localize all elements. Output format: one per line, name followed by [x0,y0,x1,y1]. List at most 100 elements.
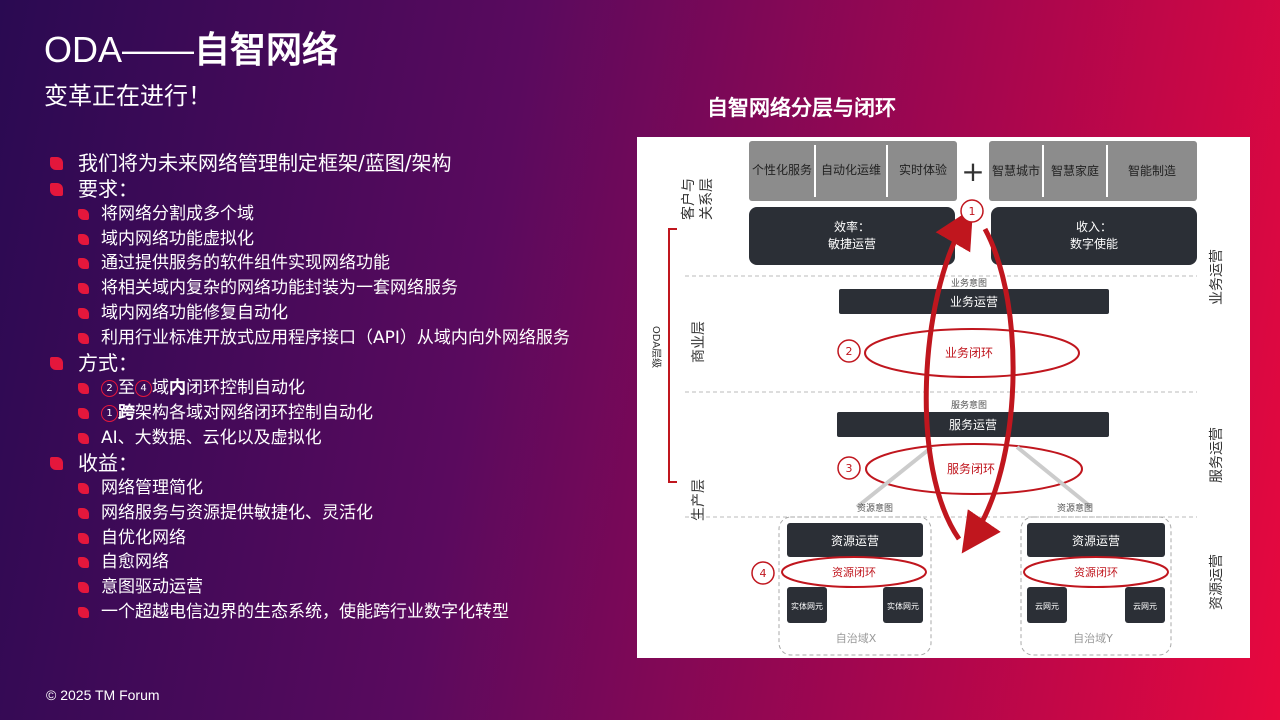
cloud-ne-label-2: 云网元 [1133,602,1157,611]
physical-ne-label-2: 实体网元 [887,601,919,611]
bullet-icon [78,606,89,618]
resource-ops-label-y: 资源运营 [1072,534,1120,548]
domain-x-box [778,516,932,656]
domain-y-label: 自治域Y [1073,631,1113,645]
resource-loop-ellipse-x [781,556,927,588]
benefit-item: 自愈网络 [48,550,628,575]
bullet-icon [78,332,89,344]
slide-title: ODA——自智网络 [44,29,339,70]
resource-loop-label-x: 资源闭环 [832,565,876,579]
bullet-methods-heading: 方式： [48,350,628,376]
bullet-icon [78,209,89,220]
service-links [855,445,1093,509]
requirement-item: 将网络分割成多个域 [48,202,628,227]
plus-icon: + [961,155,984,188]
service-ops-box [837,412,1109,437]
slide-subtitle: 变革正在进行！ [44,82,212,110]
business-ops-label: 业务运营 [950,294,998,309]
benefit-item: 自优化网络 [48,526,628,551]
service-ops-label: 服务运营 [949,417,997,432]
resource-ops-label-x: 资源运营 [831,534,879,548]
value-smart-manufacturing: 智能制造 [1128,163,1176,178]
value-personalized: 个性化服务 [752,162,812,177]
benefit-item: 意图驱动运营 [48,575,628,600]
requirement-item: 域内网络功能修复自动化 [48,301,628,326]
right-label-business: 业务运营 [1209,249,1225,305]
bullet-icon [78,508,89,520]
number-4-text: 4 [760,567,767,580]
number-2-icon [837,339,861,363]
method-item: AI、大数据、云化以及虚拟化 [48,426,628,451]
revenue-label: 收入： [1076,220,1112,234]
requirement-item: 将相关域内复杂的网络功能封装为一套网络服务 [48,276,628,301]
bullet-framework: 我们将为未来网络管理制定框架/蓝图/架构 [48,150,628,176]
layer-production: 生产层 [691,479,707,521]
oda-layers-label: ODA层级 [650,326,662,368]
number-2-text: 2 [846,345,853,358]
layer-customer-line2: 关系层 [699,178,715,220]
resource-ops-box-x [787,523,923,557]
resource-intent-label-x: 资源意图 [857,502,893,514]
service-intent-label: 服务意图 [951,399,987,411]
revenue-value: 数字使能 [1070,236,1118,251]
right-label-service: 服务运营 [1209,427,1225,483]
diagram-svg: 个性化服务 自动化运维 实时体验 + 智慧城市 智慧家庭 智能制造 效率： 敏捷… [650,141,1225,656]
number-4-icon [751,561,775,585]
cloud-ne-box-1 [1027,587,1067,623]
layer-business: 商业层 [691,321,707,363]
value-box-group [749,141,957,201]
bullet-requirements-heading: 要求： [48,176,628,202]
bullet-icon [78,307,89,319]
diagram-panel: 个性化服务 自动化运维 实时体验 + 智慧城市 智慧家庭 智能制造 效率： 敏捷… [637,137,1250,658]
business-loop-label: 业务闭环 [945,345,993,360]
value-realtime: 实时体验 [899,162,947,177]
bullet-list: 我们将为未来网络管理制定框架/蓝图/架构 要求： 将网络分割成多个域 域内网络功… [48,150,628,625]
number-1-icon: 1 [101,404,118,422]
resource-ops-box-y [1027,523,1165,557]
service-loop-ellipse [865,443,1083,495]
business-ops-box [839,289,1109,314]
bullet-icon [78,432,89,444]
number-3-icon [837,456,861,480]
business-intent-label: 业务意图 [951,277,987,289]
benefit-item: 一个超越电信边界的生态系统，使能跨行业数字化转型 [48,600,628,625]
resource-loop-label-y: 资源闭环 [1074,565,1118,579]
cloud-ne-label-1: 云网元 [1035,602,1059,611]
bullet-icon [78,407,89,419]
requirement-item: 通过提供服务的软件组件实现网络功能 [48,251,628,276]
top-left-boxes: 个性化服务 自动化运维 实时体验 [749,141,957,201]
resource-intent-label-y: 资源意图 [1057,502,1093,514]
bullet-icon [78,483,89,495]
benefit-item: 网络服务与资源提供敏捷化、灵活化 [48,501,628,526]
number-4-icon: 4 [135,380,152,398]
bullet-icon [78,383,89,395]
requirement-item: 利用行业标准开放式应用程序接口（API）从域内向外网络服务 [48,326,628,351]
physical-ne-box-1 [787,587,827,623]
bullet-icon [78,557,89,569]
benefit-item: 网络管理简化 [48,476,628,501]
efficiency-label: 效率： [834,219,870,234]
layer-customer-line1: 客户与 [680,178,697,220]
requirement-item: 域内网络功能虚拟化 [48,227,628,252]
oda-bracket [668,228,677,483]
domain-x-label: 自治域X [836,631,877,645]
efficiency-value: 敏捷运营 [828,236,876,251]
number-2-icon: 2 [101,380,118,398]
physical-ne-label-1: 实体网元 [791,601,823,611]
business-loop-ellipse [864,328,1080,378]
loop-arrow-down [961,227,1016,554]
bullet-benefits-heading: 收益： [48,450,628,476]
number-3-text: 3 [846,462,853,475]
bullet-icon [50,157,63,170]
bullet-icon [78,283,89,295]
bullet-icon [50,183,63,196]
value-smart-home: 智慧家庭 [1051,163,1099,178]
copyright: © 2025 TM Forum [46,687,160,703]
number-1-icon [960,199,984,223]
right-label-resource: 资源运营 [1209,554,1225,610]
loop-arrow-up [923,207,974,541]
bullet-icon [78,233,89,245]
bullet-icon [78,582,89,594]
efficiency-box [749,207,955,265]
